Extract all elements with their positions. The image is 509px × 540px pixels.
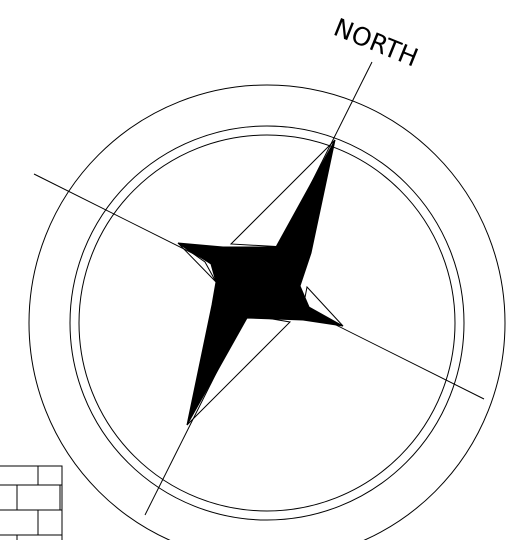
inner-ring (79, 135, 455, 511)
brick-wall-fragment (0, 466, 62, 540)
north-label: NORTH (330, 13, 422, 73)
brick-wall-outline (0, 466, 62, 540)
middle-ring (70, 126, 464, 520)
compass-needle (178, 140, 343, 425)
